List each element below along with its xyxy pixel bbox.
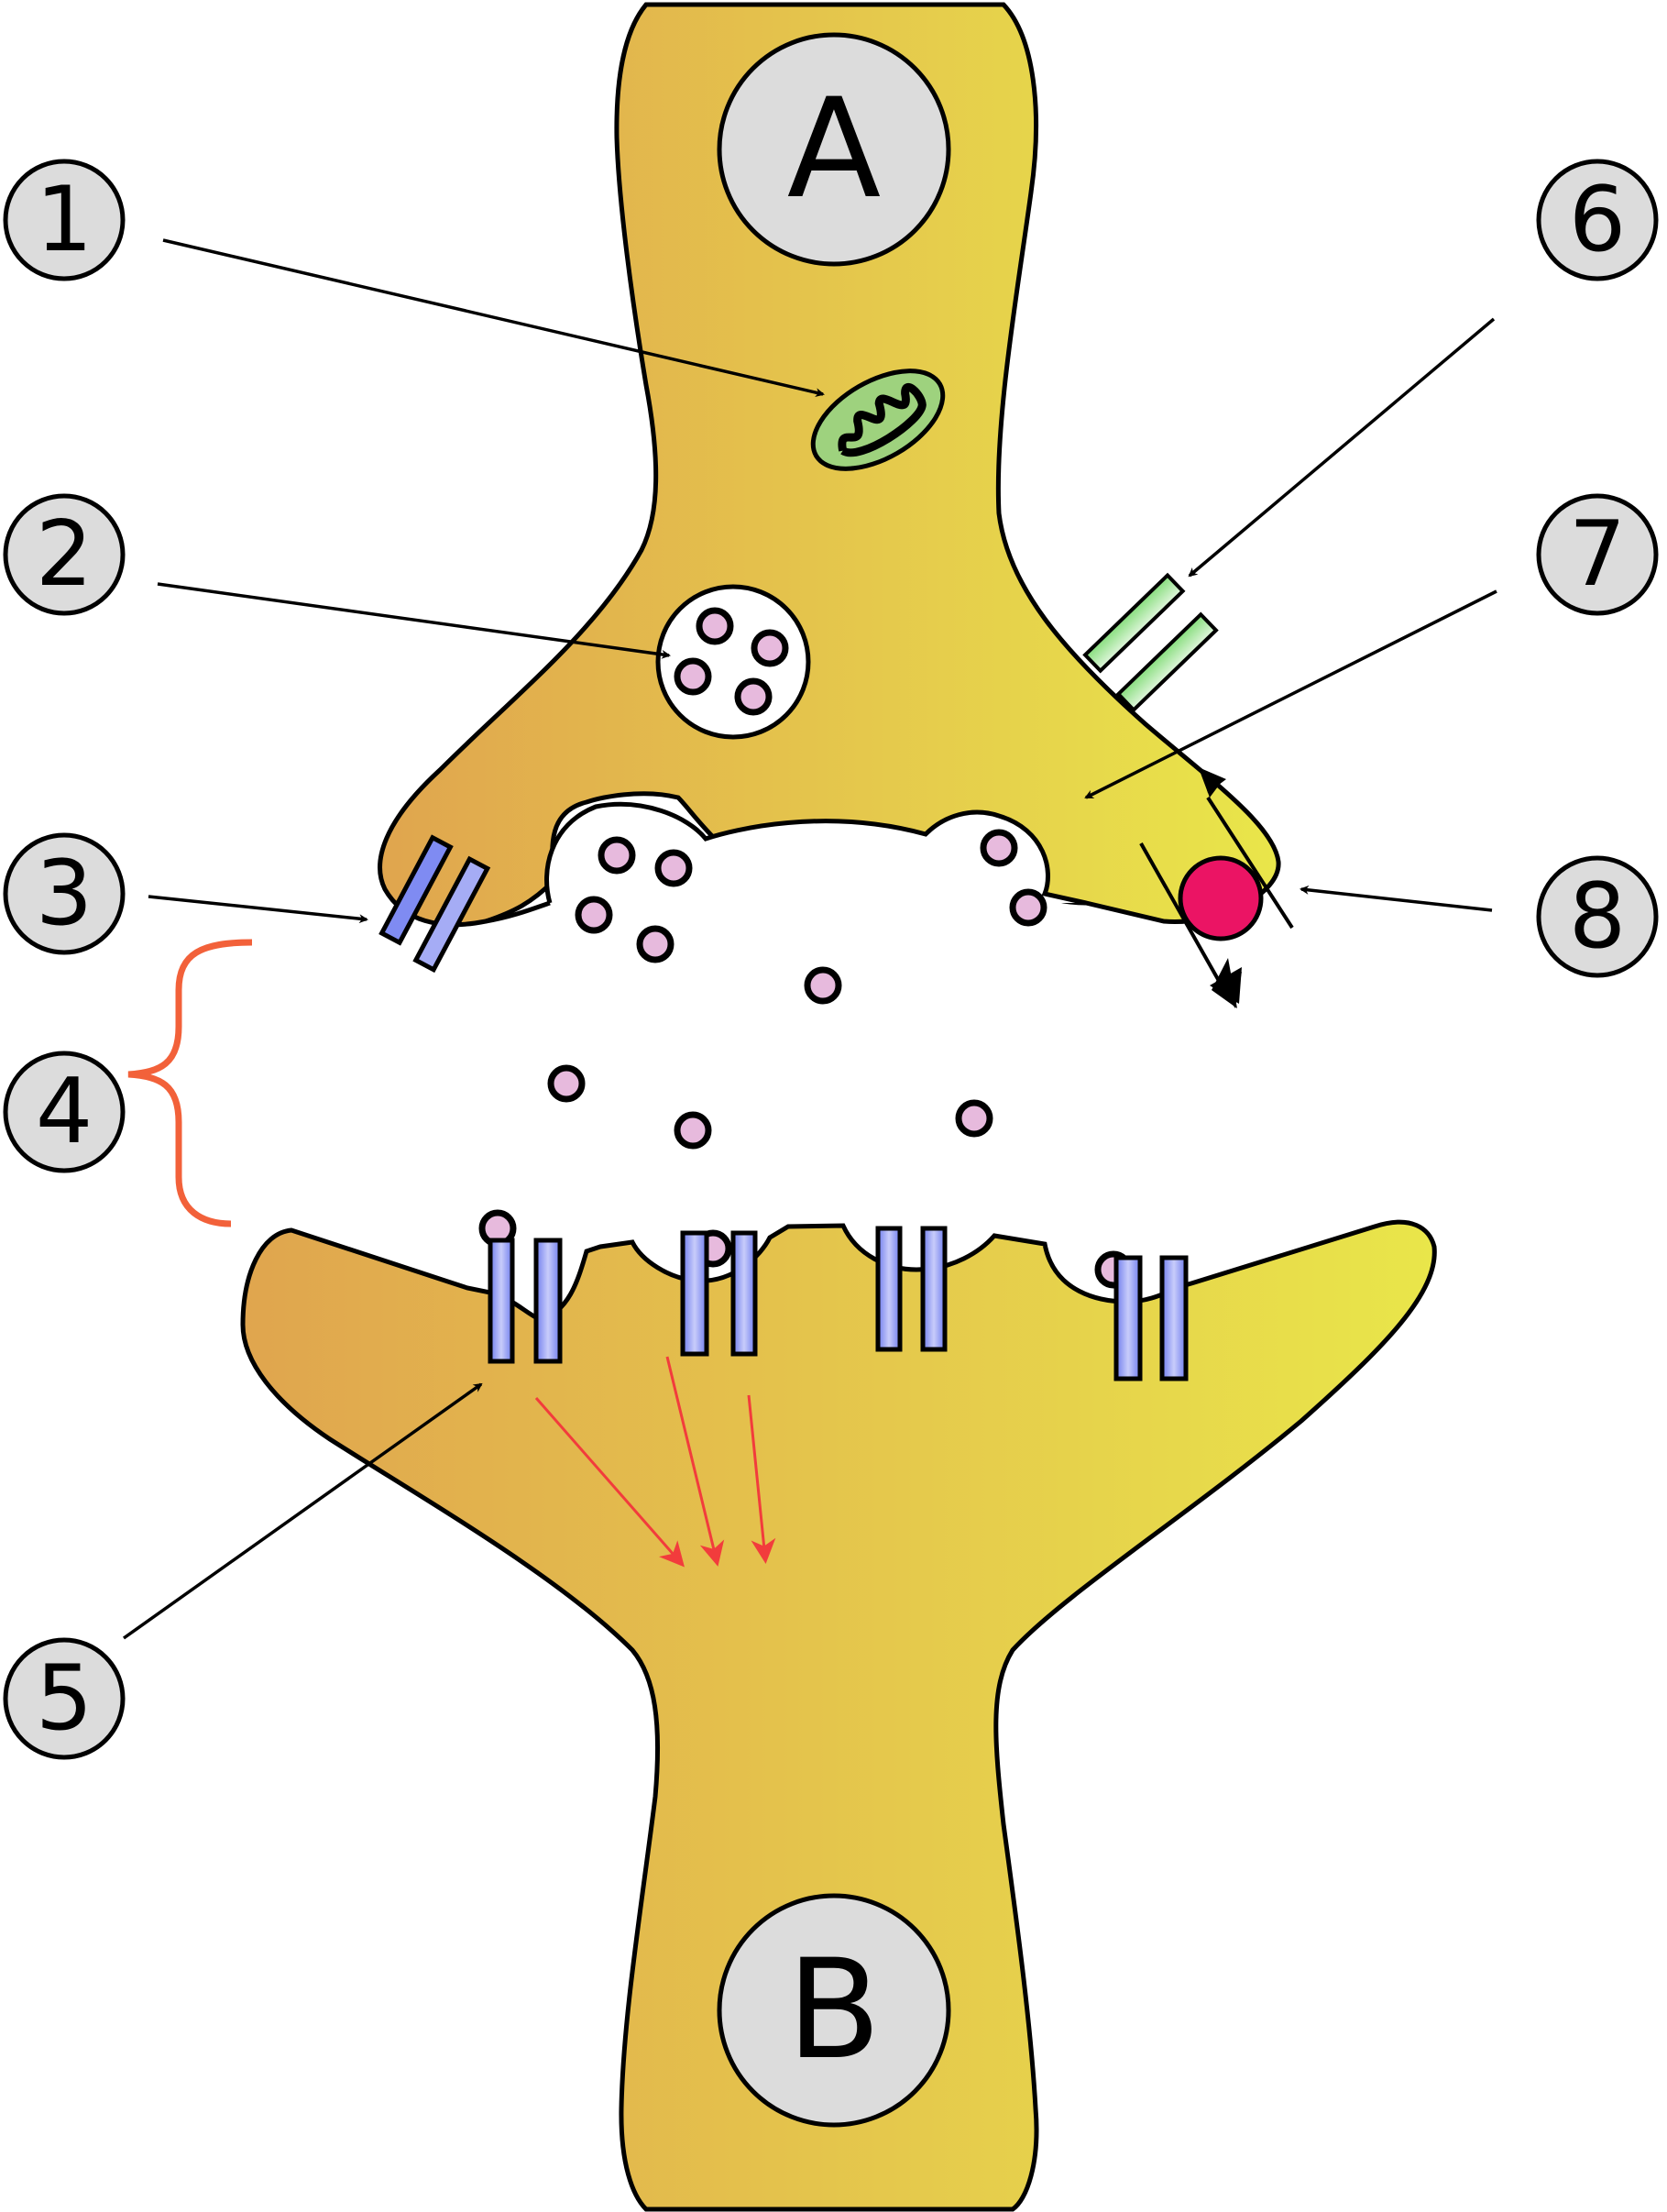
label-3: 3	[3, 832, 126, 955]
svg-text:4: 4	[36, 1060, 93, 1164]
svg-text:B: B	[787, 1931, 882, 2090]
label-6: 6	[1536, 159, 1659, 281]
vesicle-icon	[655, 584, 811, 740]
leader-lines	[122, 238, 1497, 1640]
label-2: 2	[3, 493, 126, 616]
label-7: 7	[1536, 493, 1659, 616]
label-1: 1	[3, 159, 126, 281]
receptor-channel-icon	[488, 1226, 1189, 1381]
label-5: 5	[3, 1637, 126, 1760]
autoreceptor-icon	[378, 834, 491, 974]
signal-arrows	[534, 1356, 776, 1568]
svg-text:2: 2	[36, 502, 93, 607]
svg-text:6: 6	[1569, 168, 1626, 272]
svg-text:7: 7	[1569, 502, 1626, 607]
neurotransmitter-icon	[674, 607, 789, 716]
label-8: 8	[1536, 855, 1659, 978]
svg-text:5: 5	[36, 1646, 93, 1751]
neuron-b-label: B	[717, 1893, 951, 2128]
label-4: 4	[3, 1051, 126, 1173]
synaptic-cleft-bracket	[127, 939, 253, 1227]
svg-text:A: A	[787, 70, 882, 229]
green-receptor-icon	[1082, 572, 1219, 713]
postsynaptic-neuron	[240, 1219, 1437, 2212]
svg-text:1: 1	[36, 168, 93, 272]
svg-text:8: 8	[1569, 864, 1626, 969]
neuron-a-label: A	[717, 32, 951, 267]
mitochondrion-icon	[810, 369, 946, 471]
svg-text:3: 3	[36, 842, 93, 946]
